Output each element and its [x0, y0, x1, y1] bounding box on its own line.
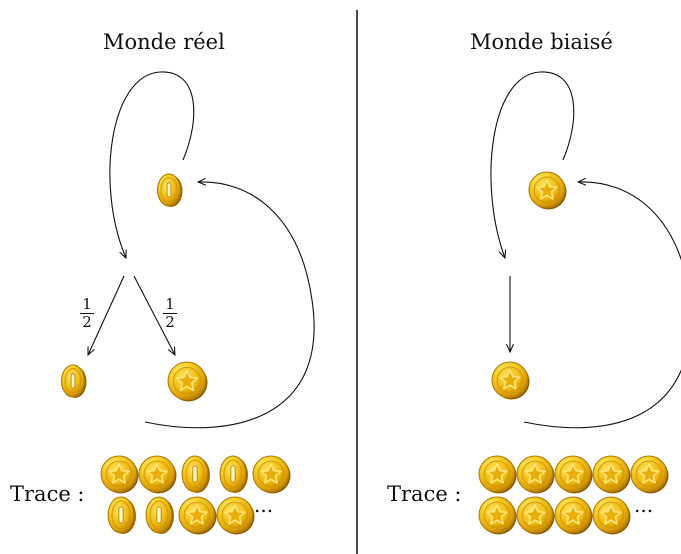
prob-right-numerator: 1	[163, 297, 177, 314]
left-graph-edges	[88, 71, 315, 429]
edge-split-to-star	[133, 275, 175, 355]
left-trace-row1-coin	[100, 455, 139, 494]
left-trace-row1-coin	[181, 455, 210, 493]
left-panel-title: Monde réel	[103, 30, 225, 54]
left-outcome-plain-coin	[60, 364, 87, 398]
coin-layer	[60, 171, 669, 535]
edge-loop-back	[144, 182, 315, 429]
right-trace-row2-coin	[516, 496, 555, 535]
left-trace-row1-coin	[219, 455, 248, 493]
edge-start-to-down	[490, 71, 575, 258]
edge-split-to-plain	[88, 275, 125, 355]
right-graph-edges	[490, 71, 681, 429]
prob-left-denominator: 2	[82, 313, 92, 331]
left-trace-row1-coin	[138, 455, 177, 494]
edge-loop-back-right	[523, 182, 681, 429]
right-trace-ellipsis: ...	[634, 493, 654, 517]
left-trace-row2-coin	[178, 496, 217, 535]
left-trace-row2-coin	[145, 496, 174, 534]
right-outcome-star-coin	[491, 361, 530, 400]
left-trace-row1-coin	[252, 455, 291, 494]
right-start-star-coin	[528, 171, 567, 210]
right-trace-row2-coin	[478, 496, 517, 535]
prob-left-numerator: 1	[80, 297, 94, 314]
left-trace-label: Trace :	[10, 482, 85, 506]
right-trace-row2-coin	[592, 496, 631, 535]
left-start-plain-coin	[156, 173, 183, 207]
right-trace-row1-coin	[592, 455, 631, 494]
prob-right-denominator: 2	[165, 313, 175, 331]
left-trace-row2-coin	[216, 496, 255, 535]
right-trace-row1-coin	[478, 455, 517, 494]
right-trace-row1-coin	[516, 455, 555, 494]
edge-start-to-split	[109, 71, 195, 258]
prob-left: 1 2	[80, 297, 94, 330]
right-trace-row1-coin	[554, 455, 593, 494]
left-trace-row2-coin	[107, 496, 136, 534]
left-outcome-star-coin	[167, 361, 208, 402]
right-trace-row2-coin	[554, 496, 593, 535]
prob-right: 1 2	[163, 297, 177, 330]
right-trace-row1-coin	[630, 455, 669, 494]
right-panel-title: Monde biaisé	[470, 30, 613, 54]
left-trace-ellipsis: ...	[254, 493, 274, 517]
right-trace-label: Trace :	[387, 482, 462, 506]
